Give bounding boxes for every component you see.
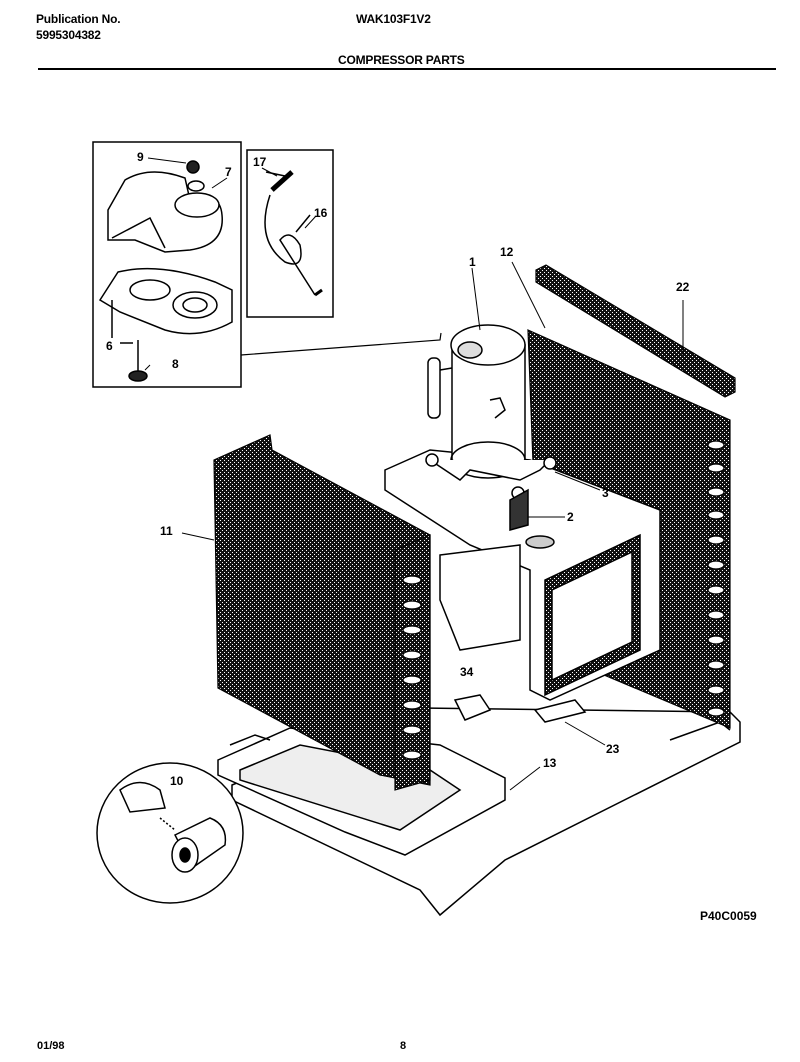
evaporator-coil — [213, 434, 431, 791]
bracket-part — [533, 699, 587, 723]
compressor — [425, 324, 557, 531]
footer-date: 01/98 — [37, 1040, 65, 1052]
callout-11: 11 — [160, 524, 173, 538]
callout-22: 22 — [676, 280, 690, 294]
tube-part — [453, 694, 492, 721]
callout-8: 8 — [172, 357, 179, 371]
callout-16: 16 — [314, 206, 328, 220]
inset-box-muffler — [92, 141, 242, 388]
leader-inset — [240, 332, 442, 356]
publication-label: Publication No. — [36, 12, 121, 26]
compressor-bracket — [384, 449, 661, 701]
diagram-code: P40C0059 — [700, 909, 757, 923]
inset-box-capillary — [246, 149, 334, 318]
header-rule — [38, 68, 776, 70]
base-pan — [217, 707, 741, 917]
callout-6: 6 — [106, 339, 113, 353]
callout-7: 7 — [225, 165, 232, 179]
callout-10: 10 — [170, 774, 184, 788]
footer-page: 8 — [400, 1040, 407, 1052]
section-title: COMPRESSOR PARTS — [338, 53, 465, 67]
leader-lines — [144, 157, 684, 791]
publication-number: 5995304382 — [36, 28, 101, 42]
callout-17: 17 — [253, 155, 267, 169]
callout-1: 1 — [469, 255, 476, 269]
callout-2: 2 — [567, 510, 574, 524]
model-number: WAK103F1V2 — [356, 12, 431, 26]
callout-34: 34 — [460, 665, 474, 679]
detail-circle-capacitor — [96, 762, 244, 904]
callout-12: 12 — [500, 245, 514, 259]
callout-9: 9 — [137, 150, 144, 164]
callout-3: 3 — [602, 486, 609, 500]
callout-13: 13 — [543, 756, 557, 770]
insulation-strip — [535, 264, 736, 398]
callout-23: 23 — [606, 742, 620, 756]
